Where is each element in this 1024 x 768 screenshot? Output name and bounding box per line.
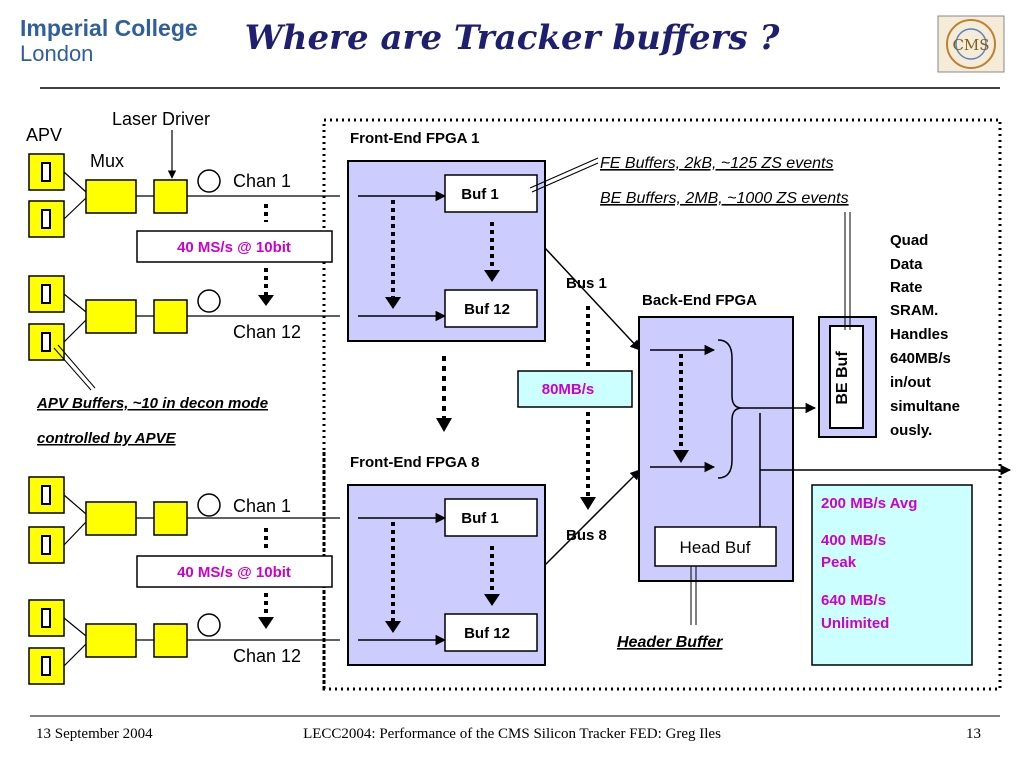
svg-text:640MB/s: 640MB/s xyxy=(890,350,951,367)
buf1-bottom xyxy=(444,498,538,537)
chan1-bottom-label: Chan 1 xyxy=(233,496,291,516)
bus1-label: Bus 1 xyxy=(566,275,607,292)
svg-text:Quad: Quad xyxy=(890,232,928,249)
svg-text:Handles: Handles xyxy=(890,326,948,343)
be-buf xyxy=(829,325,864,429)
laser-driver-box xyxy=(153,179,188,214)
footer-date: 13 September 2004 xyxy=(36,726,153,742)
top-channel-group: Chan 1 40 MS/s @ 10bit Chan 12 xyxy=(28,153,340,361)
svg-text:Peak: Peak xyxy=(821,554,857,571)
svg-text:400 MB/s: 400 MB/s xyxy=(821,532,886,549)
svg-text:in/out: in/out xyxy=(890,374,931,391)
footer-talk-title: LECC2004: Performance of the CMS Silicon… xyxy=(303,726,721,742)
laser-driver-box xyxy=(153,623,188,658)
svg-text:Rate: Rate xyxy=(890,279,923,296)
svg-text:640 MB/s: 640 MB/s xyxy=(821,592,886,609)
buf1-top xyxy=(444,174,538,213)
rate-top-label: 40 MS/s @ 10bit xyxy=(177,239,291,256)
imperial-logo-line2: London xyxy=(20,41,94,66)
fed-dotted-boundary xyxy=(322,118,1002,691)
chan12-bottom-label: Chan 12 xyxy=(233,646,301,666)
sram-note: Quad Data Rate SRAM. Handles 640MB/s in/… xyxy=(890,232,960,439)
svg-text:ously.: ously. xyxy=(890,422,932,439)
mux-box xyxy=(85,623,137,658)
buf1-top-label: Buf 1 xyxy=(461,186,499,203)
mux-box xyxy=(85,299,137,334)
bus8-label: Bus 8 xyxy=(566,527,607,544)
bus-rate-box xyxy=(517,370,633,408)
output-rates: 200 MB/s Avg 400 MB/s Peak 640 MB/s Unli… xyxy=(821,495,917,632)
slide-title: Where are Tracker buffers ? xyxy=(244,18,780,58)
svg-text:Data: Data xyxy=(890,256,923,273)
buf12-bottom-label: Buf 12 xyxy=(464,625,510,642)
mux-label: Mux xyxy=(90,151,124,171)
be-buf-label: BE Buf xyxy=(834,351,851,405)
svg-text:SRAM.: SRAM. xyxy=(890,302,938,319)
buf12-top xyxy=(444,289,538,328)
buf1-bottom-label: Buf 1 xyxy=(461,510,499,527)
chan1-top-label: Chan 1 xyxy=(233,171,291,191)
apv-label: APV xyxy=(26,125,62,145)
laser-driver-box xyxy=(153,299,188,334)
bus-rate-label: 80MB/s xyxy=(542,381,595,398)
imperial-logo-line1: Imperial College xyxy=(20,15,198,41)
svg-text:200 MB/s Avg: 200 MB/s Avg xyxy=(821,495,917,512)
fe-fpga-8-label: Front-End FPGA 8 xyxy=(350,454,479,471)
laser-driver-box xyxy=(153,501,188,536)
chan12-top-label: Chan 12 xyxy=(233,322,301,342)
fe-fpga-1-label: Front-End FPGA 1 xyxy=(350,130,479,147)
output-rates-box xyxy=(811,484,973,666)
head-buf xyxy=(654,526,777,567)
laser-driver-label: Laser Driver xyxy=(112,109,210,129)
svg-text:simultane: simultane xyxy=(890,398,960,415)
bottom-channel-group: Chan 1 40 MS/s @ 10bit Chan 12 xyxy=(28,476,340,685)
fe-buffers-note: FE Buffers, 2kB, ~125 ZS events xyxy=(600,155,833,172)
mux-box xyxy=(85,179,137,214)
buf12-top-label: Buf 12 xyxy=(464,301,510,318)
cms-logo-text: CMS xyxy=(952,36,989,54)
mux-box xyxy=(85,501,137,536)
rate-bottom-label: 40 MS/s @ 10bit xyxy=(177,564,291,581)
footer-page-number: 13 xyxy=(966,726,981,742)
header-buffer-note: Header Buffer xyxy=(617,634,723,651)
cms-logo: CMS xyxy=(937,15,1005,73)
rate-box-bottom xyxy=(136,555,333,588)
be-fpga-label: Back-End FPGA xyxy=(642,292,757,309)
apv-buffers-line1: APV Buffers, ~10 in decon mode xyxy=(36,395,268,412)
be-buffers-note: BE Buffers, 2MB, ~1000 ZS events xyxy=(600,190,849,207)
head-buf-label: Head Buf xyxy=(680,538,751,557)
rate-box-top xyxy=(136,230,333,263)
svg-text:Unlimited: Unlimited xyxy=(821,615,889,632)
buf12-bottom xyxy=(444,613,538,652)
apv-buffers-line2: controlled by APVE xyxy=(37,430,177,447)
